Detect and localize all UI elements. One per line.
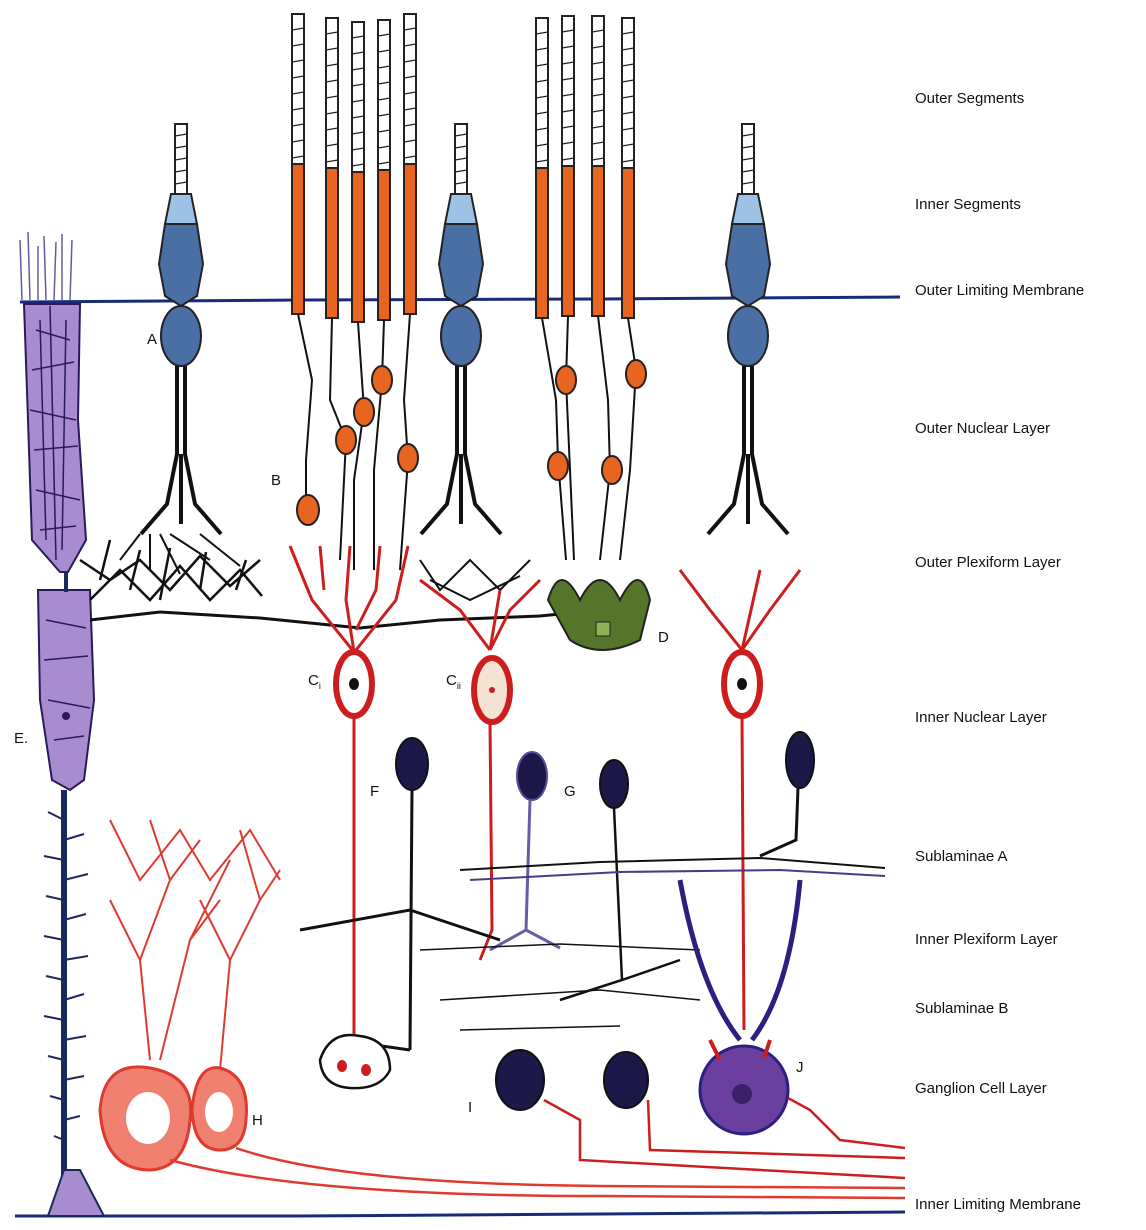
label-outer-limiting-membrane: Outer Limiting Membrane — [915, 283, 1084, 298]
cell-label-h: H — [252, 1113, 263, 1128]
cell-label-b: B — [271, 473, 281, 488]
ganglion-cell-i — [496, 1050, 905, 1178]
cone-2 — [421, 124, 501, 534]
label-inner-segments: Inner Segments — [915, 197, 1021, 212]
cell-label-j: J — [796, 1060, 804, 1075]
cell-label-ci: Ci — [308, 673, 321, 691]
interplexiform-cell-d — [548, 580, 650, 650]
inner-plexiform-stratification — [420, 858, 885, 1030]
cell-label-g: G — [564, 784, 576, 799]
ganglion-cell-j — [680, 880, 905, 1148]
cone-3 — [708, 124, 788, 534]
cell-label-a: A — [147, 332, 157, 347]
amacrine-cell-f — [300, 738, 500, 1050]
rods-group-2 — [536, 16, 646, 560]
label-inner-limiting-membrane: Inner Limiting Membrane — [915, 1197, 1081, 1212]
label-outer-plexiform-layer: Outer Plexiform Layer — [915, 555, 1061, 570]
label-ganglion-cell-layer: Ganglion Cell Layer — [915, 1081, 1047, 1096]
label-inner-nuclear-layer: Inner Nuclear Layer — [915, 710, 1047, 725]
bipolar-terminal-ci — [320, 1035, 390, 1088]
amacrine-cell-g — [490, 752, 680, 1000]
amacrine-cell-right — [760, 732, 814, 856]
muller-cell — [20, 232, 104, 1216]
label-outer-nuclear-layer: Outer Nuclear Layer — [915, 421, 1050, 436]
label-inner-plexiform-layer: Inner Plexiform Layer — [915, 932, 1058, 947]
rods-group-b — [292, 14, 418, 570]
cell-label-d: D — [658, 630, 669, 645]
horizontal-cell-a-dendrites — [80, 540, 262, 600]
label-sublaminae-b: Sublaminae B — [915, 1001, 1008, 1016]
cell-label-i: I — [468, 1100, 472, 1115]
ganglion-cells-h — [100, 820, 905, 1198]
bipolar-cell-ci — [290, 546, 408, 1040]
label-outer-segments: Outer Segments — [915, 91, 1024, 106]
cell-label-cii: Cii — [446, 673, 461, 691]
label-sublaminae-a: Sublaminae A — [915, 849, 1008, 864]
inner-limiting-membrane-line — [15, 1212, 905, 1216]
cell-label-f: F — [370, 784, 379, 799]
cell-label-e: E. — [14, 731, 28, 746]
cone-a — [141, 124, 221, 534]
